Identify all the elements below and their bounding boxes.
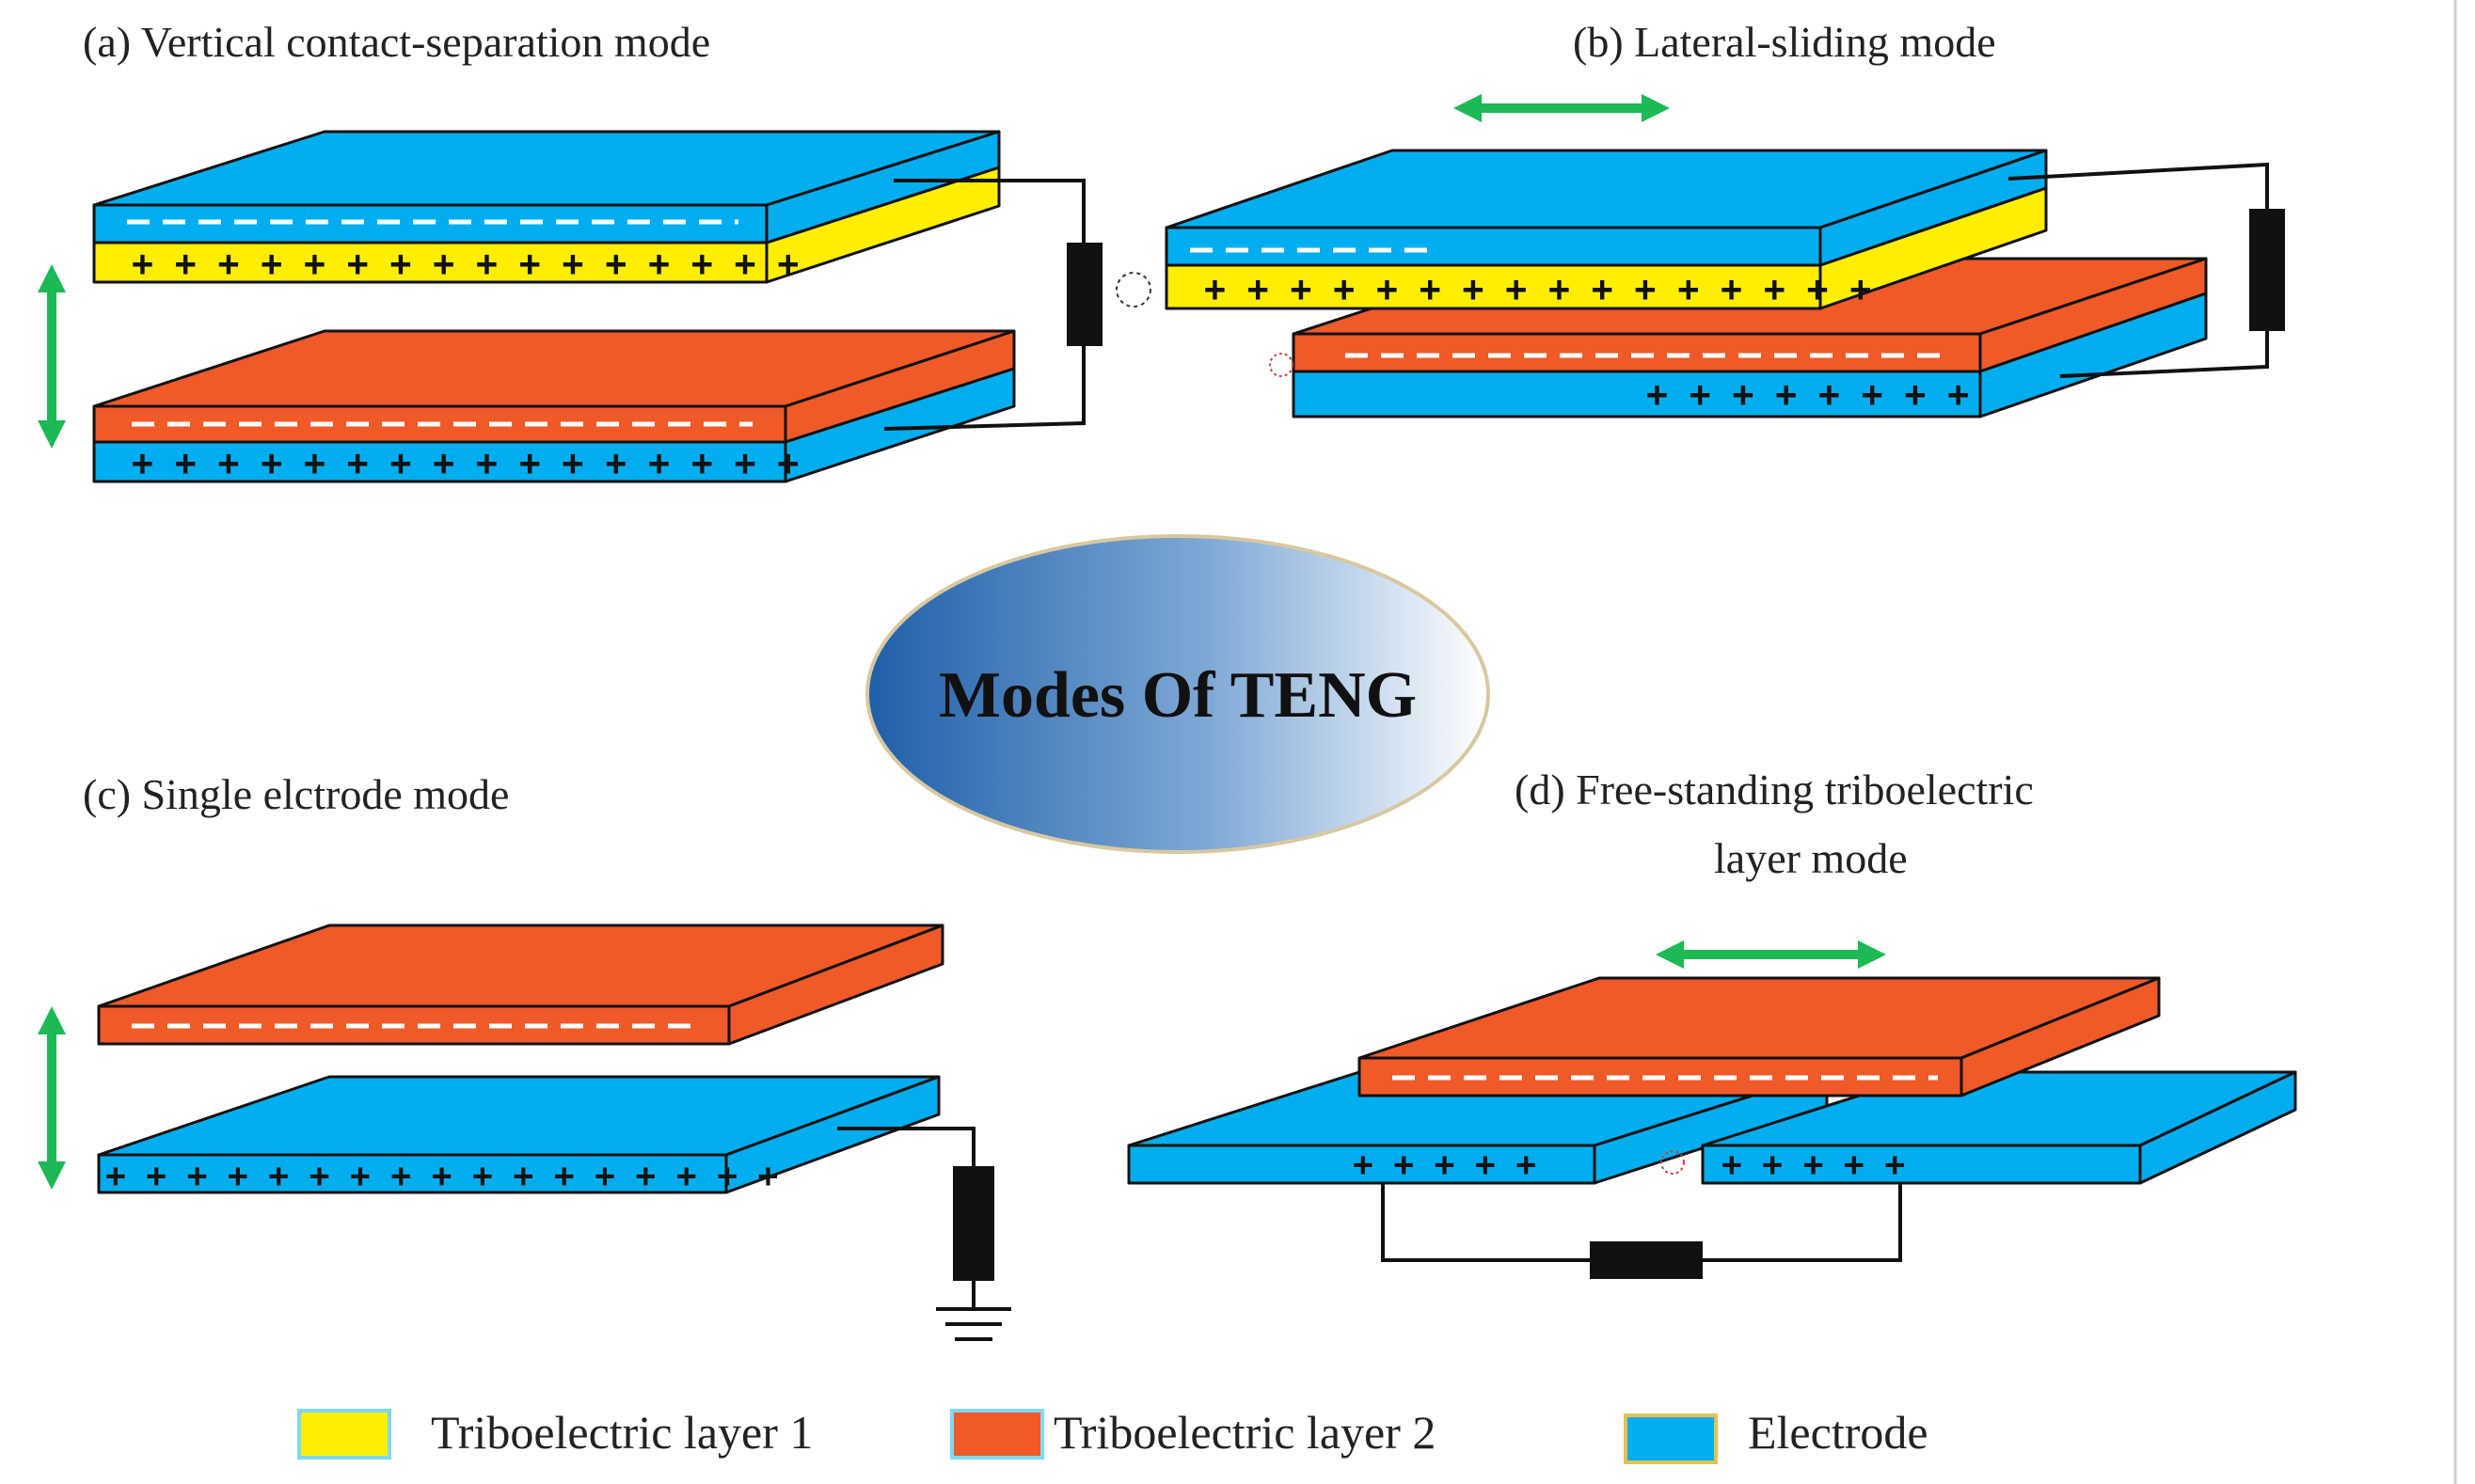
legend-label-electrode: Electrode xyxy=(1748,1406,1928,1459)
panel-d-right-electrode: + + + + + xyxy=(1701,1070,2297,1185)
panel-a-layer1-front xyxy=(92,241,769,284)
panel-b-wire-bottom xyxy=(2059,331,2269,378)
legend: Triboelectric layer 1 Triboelectric laye… xyxy=(297,1406,1928,1464)
panel-a-top-stack: + + + + + + + + + + + + + + + + xyxy=(92,130,1001,284)
panel-c-electrode-front xyxy=(97,1153,728,1194)
legend-item-layer2: Triboelectric layer 2 xyxy=(950,1406,1436,1460)
panel-d: (d) Free-standing triboelectric layer mo… xyxy=(1127,766,2297,1279)
legend-item-layer1: Triboelectric layer 1 xyxy=(297,1406,813,1460)
panel-a-bottom-electrode-front xyxy=(92,440,787,483)
panel-b-title: (b) Lateral-sliding mode xyxy=(1573,18,1996,66)
panel-b-ammeter-icon xyxy=(1269,353,1293,377)
legend-label-layer1: Triboelectric layer 1 xyxy=(431,1406,813,1459)
legend-swatch-electrode xyxy=(1624,1413,1718,1464)
panel-d-right-positive-charges: + + + + + xyxy=(1721,1145,1905,1184)
panel-b: (b) Lateral-sliding mode + + + + + + + +… xyxy=(1165,18,2285,418)
panel-d-wire-right xyxy=(1703,1183,1902,1262)
panel-d-title-line1: (d) Free-standing triboelectric xyxy=(1515,766,2034,813)
panel-d-free-layer xyxy=(1357,976,2161,1097)
panel-c-load-resistor xyxy=(953,1166,994,1281)
center-title: Modes Of TENG xyxy=(939,659,1417,732)
legend-label-layer2: Triboelectric layer 2 xyxy=(1054,1406,1436,1459)
center-ellipse xyxy=(865,534,1490,854)
panel-c-top-plate xyxy=(97,924,944,1046)
panel-a-wire-bottom xyxy=(883,346,1086,431)
panel-d-wire-left xyxy=(1381,1183,1590,1262)
panel-a-bottom-positive-charges: + + + + + + + + + + + + + + + + xyxy=(132,442,799,483)
panel-a-top-positive-charges: + + + + + + + + + + + + + + + + xyxy=(132,243,799,284)
panel-b-layer2-front xyxy=(1292,332,1982,373)
panel-c-bottom-plate: + + + + + + + + + + + + + + + + + xyxy=(97,1075,941,1195)
ground-icon xyxy=(936,1281,1011,1341)
panel-c-title: (c) Single elctrode mode xyxy=(83,770,509,818)
panel-d-ammeter-icon xyxy=(1660,1150,1685,1175)
panel-d-left-electrode-front xyxy=(1127,1144,1596,1185)
panel-b-bottom-stack: + + + + + + + + xyxy=(1292,257,2208,418)
panel-d-right-electrode-front xyxy=(1701,1144,2142,1185)
panel-a: (a) Vertical contact-separation mode + +… xyxy=(38,18,1151,483)
panel-a-load-resistor xyxy=(1067,243,1103,346)
panel-c: (c) Single elctrode mode + + + + + + + +… xyxy=(38,770,1011,1341)
panel-b-wire-top xyxy=(2007,162,2269,209)
center-badge: Modes Of TENG xyxy=(865,534,1490,854)
panel-c-wire xyxy=(837,1127,976,1166)
panel-a-title: (a) Vertical contact-separation mode xyxy=(83,18,710,66)
legend-swatch-layer1 xyxy=(297,1409,391,1460)
panel-b-layer1-front xyxy=(1165,263,1822,310)
panel-d-load-resistor xyxy=(1590,1241,1703,1279)
panel-a-bottom-stack: + + + + + + + + + + + + + + + + xyxy=(92,329,1016,483)
panel-d-title-line2: layer mode xyxy=(1714,834,1908,882)
panel-c-positive-charges: + + + + + + + + + + + + + + + + + xyxy=(105,1157,778,1195)
panel-b-bottom-positive-charges: + + + + + + + + xyxy=(1646,373,1969,415)
panel-b-top-stack: + + + + + + + + + + + + + + + + xyxy=(1165,149,2048,310)
panel-b-top-positive-charges: + + + + + + + + + + + + + + + + xyxy=(1204,268,1871,309)
panel-a-wire-top xyxy=(894,179,1086,243)
panel-d-left-positive-charges: + + + + + xyxy=(1353,1145,1536,1184)
legend-item-electrode: Electrode xyxy=(1624,1406,1928,1464)
panel-a-ammeter-icon xyxy=(1116,272,1151,308)
panel-b-top-electrode-front xyxy=(1165,226,1822,267)
panel-b-bottom-electrode-front xyxy=(1292,370,1982,418)
legend-swatch-layer2 xyxy=(950,1409,1044,1460)
panel-b-load-resistor xyxy=(2249,209,2285,331)
